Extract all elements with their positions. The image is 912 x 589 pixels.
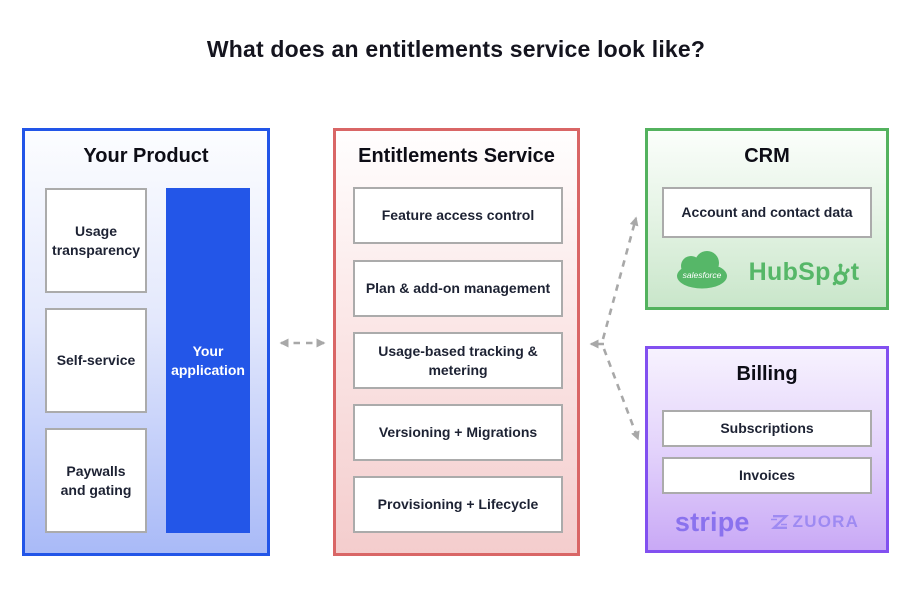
salesforce-logo: salesforce (675, 250, 729, 295)
crm-logos-row: salesforce HubSp t (648, 243, 886, 301)
page-title: What does an entitlements service look l… (206, 36, 706, 62)
hubspot-logo: HubSp t (748, 257, 860, 286)
svg-text:salesforce: salesforce (682, 270, 721, 280)
hubspot-sprocket-icon (832, 263, 850, 285)
feature-access-control-box: Feature access control (353, 187, 563, 244)
crm-title: CRM (744, 145, 790, 167)
entitlements-service-title: Entitlements Service (358, 145, 555, 167)
usage-tracking-metering-box: Usage-based tracking & metering (353, 332, 563, 389)
usage-transparency-box: Usage transparency (45, 188, 147, 293)
provisioning-lifecycle-box: Provisioning + Lifecycle (353, 476, 563, 533)
your-application-column: Your application (166, 188, 250, 533)
invoices-box: Invoices (662, 457, 872, 494)
crm-panel: CRM Account and contact data salesforce … (645, 128, 889, 310)
entitlements-service-panel: Entitlements Service Feature access cont… (333, 128, 580, 556)
billing-title: Billing (736, 363, 798, 385)
billing-logos-row: stripe ZUORA (648, 499, 886, 545)
arrow-junction-to-billing (602, 348, 640, 441)
plan-addon-management-box: Plan & add-on management (353, 260, 563, 317)
self-service-box: Self-service (45, 308, 147, 413)
stripe-logo: stripe (674, 506, 750, 537)
versioning-migrations-box: Versioning + Migrations (353, 404, 563, 461)
arrow-junction-to-crm (601, 216, 639, 340)
account-contact-data-box: Account and contact data (662, 187, 872, 238)
subscriptions-box: Subscriptions (662, 410, 872, 447)
zuora-logo: ZUORA (768, 512, 859, 532)
your-product-title: Your Product (83, 145, 209, 167)
zuora-z-icon (770, 515, 789, 529)
paywalls-gating-box: Paywalls and gating (45, 428, 147, 533)
your-product-panel: Your Product Usage transparency Self-ser… (22, 128, 270, 556)
billing-panel: Billing Subscriptions Invoices stripe ZU… (645, 346, 889, 553)
